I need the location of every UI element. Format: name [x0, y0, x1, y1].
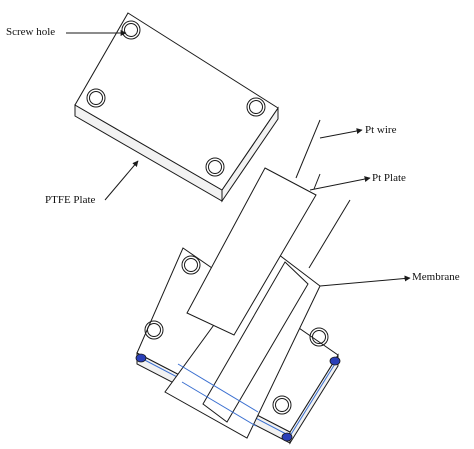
screw-hole-bottom-left — [86, 88, 106, 108]
foot-right — [329, 356, 341, 366]
base-screw-hole-left — [144, 320, 164, 340]
foot-left — [135, 353, 147, 363]
pt-plate-leader — [309, 176, 371, 191]
base-screw-hole-back — [181, 255, 201, 275]
screw-hole-bottom-right — [205, 157, 225, 177]
screw-hole-label: Screw hole — [6, 26, 56, 38]
pt-wire-upper — [295, 119, 321, 179]
ptfe-plate-leader — [104, 160, 139, 201]
membrane-label: Membrane — [412, 271, 460, 283]
foot-front — [281, 432, 293, 442]
screw-hole-top-right — [246, 97, 266, 117]
pt-wire-lower — [308, 199, 351, 269]
membrane-leader — [319, 275, 411, 287]
pt-wire-label: Pt wire — [365, 124, 397, 136]
membrane — [164, 247, 321, 439]
pt-plate-label: Pt Plate — [372, 172, 406, 184]
top-ptfe-plate — [74, 12, 279, 203]
ptfe-plate-label: PTFE Plate — [45, 194, 96, 206]
base-screw-hole-front — [272, 395, 292, 415]
base-screw-hole-right — [309, 327, 329, 347]
pt-wire-leader — [319, 128, 363, 139]
pt-plate — [186, 167, 321, 336]
